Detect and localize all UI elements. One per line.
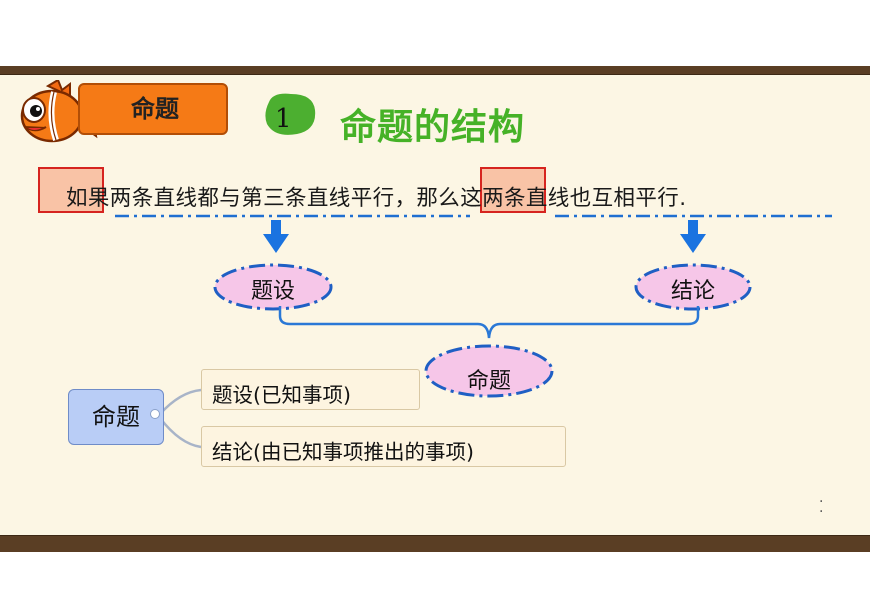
mindmap-node-hypothesis-label: 题设(已知事项) — [212, 383, 351, 407]
lesson-tag: 命题 — [78, 83, 228, 135]
mindmap-connector-top — [159, 388, 202, 415]
hypothesis-label: 题设 — [250, 279, 295, 304]
hypothesis-arrow-icon — [263, 220, 289, 253]
hypothesis-ellipse — [213, 263, 333, 311]
brace-connector — [278, 306, 700, 339]
mindmap-root: 命题 — [68, 389, 164, 445]
section-number-badge — [265, 93, 316, 135]
mindmap-node-conclusion: 结论(由已知事项推出的事项) — [201, 426, 566, 467]
mindmap-node-conclusion-label: 结论(由已知事项推出的事项) — [212, 440, 474, 464]
conclusion-ellipse — [634, 263, 752, 311]
mindmap-node-hypothesis: 题设(已知事项) — [201, 369, 420, 410]
conclusion-arrow-icon — [680, 220, 706, 253]
proposition-ellipse — [424, 344, 554, 398]
board-top-rail — [0, 66, 870, 75]
hypothesis-highlight — [38, 167, 104, 213]
page-title: 命题的结构 — [340, 107, 526, 148]
mindmap-root-label: 命题 — [92, 403, 140, 431]
proposition-label: 命题 — [466, 369, 511, 394]
mindmap-connector-bottom — [159, 417, 202, 449]
slide-board — [0, 66, 870, 550]
conclusion-highlight — [480, 167, 546, 213]
proposition-sentence: 如果两条直线都与第三条直线平行，那么这两条直线也互相平行. — [66, 186, 687, 211]
board-bottom-rail — [0, 535, 870, 552]
fish-mascot-icon — [20, 80, 98, 143]
mindmap-collapse-icon — [150, 409, 160, 419]
more-options-icon[interactable]: ·· — [819, 494, 824, 520]
lesson-tag-label: 命题 — [131, 95, 179, 123]
section-number: 1 — [275, 104, 292, 134]
conclusion-label: 结论 — [670, 279, 715, 304]
